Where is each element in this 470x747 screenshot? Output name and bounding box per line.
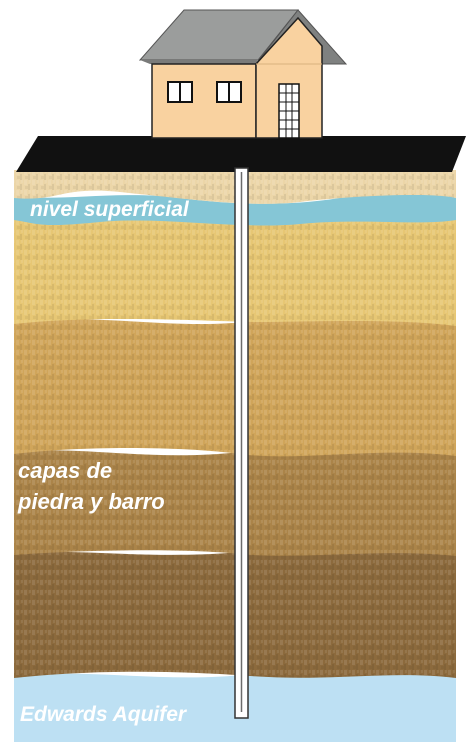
door xyxy=(278,83,300,139)
well-pipe-icon xyxy=(234,167,249,719)
window-left xyxy=(167,81,193,103)
aquifer-label: Edwards Aquifer xyxy=(20,703,187,726)
surface-water-label: nivel superficial xyxy=(30,198,189,221)
house-icon xyxy=(138,9,348,139)
rock-layers-label: capas de piedra y barro xyxy=(18,455,165,517)
rock-layers-label-line1: capas de xyxy=(18,458,113,483)
rock-layers-label-line2: piedra y barro xyxy=(18,489,165,514)
window-right xyxy=(216,81,242,103)
ground-surface xyxy=(16,136,466,172)
